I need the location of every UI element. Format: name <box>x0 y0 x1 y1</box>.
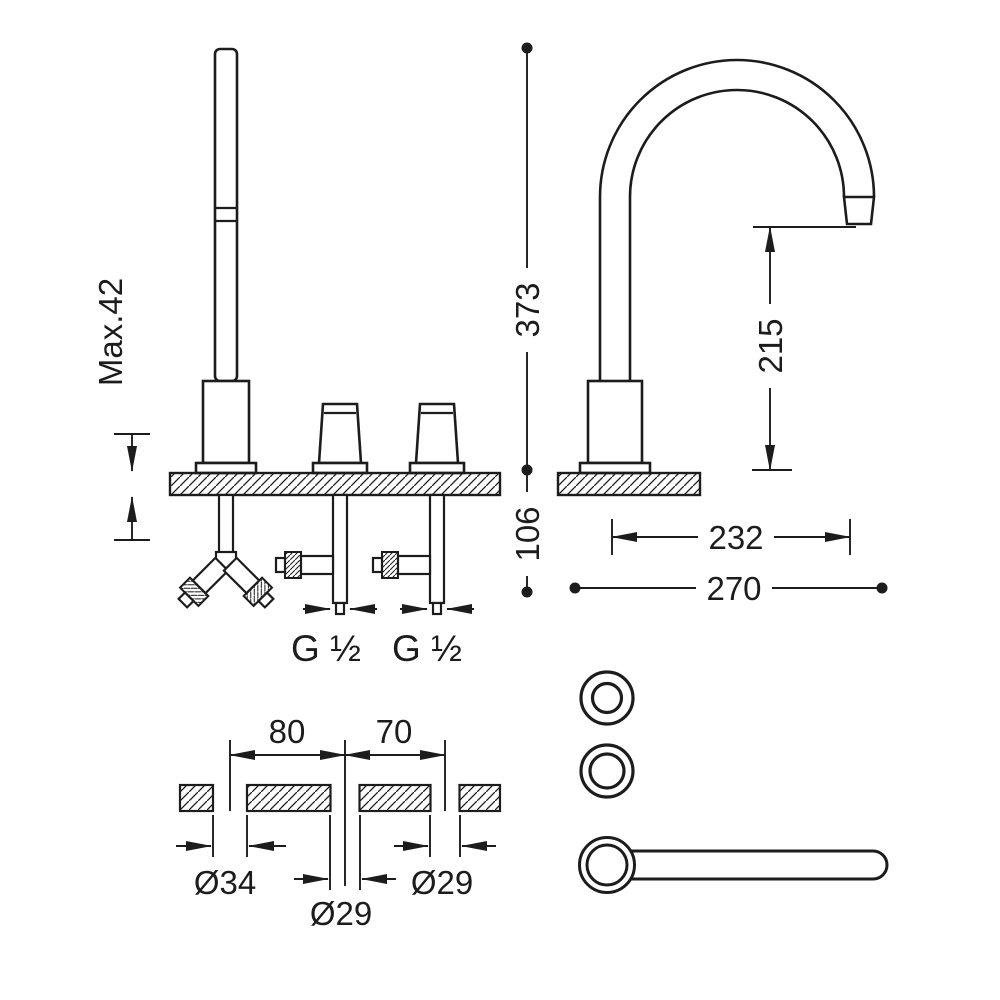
mounting-ring-bottom <box>579 743 635 799</box>
handle-flange <box>311 461 369 475</box>
dim-dot <box>521 42 533 54</box>
total-height-label: 373 <box>509 282 546 337</box>
front-spout-body <box>201 379 251 465</box>
label-mask <box>698 519 774 554</box>
spout-reach-dimension: 232 <box>611 519 851 556</box>
valve-nut <box>381 551 399 579</box>
handle-left-supply <box>274 493 377 616</box>
handle-flange <box>408 461 466 475</box>
label-mask <box>696 570 772 605</box>
pipe-tip <box>431 601 443 616</box>
deck-segment <box>358 783 432 813</box>
label-mask <box>508 492 546 576</box>
below-deck-label: 106 <box>509 506 546 561</box>
hole-center-label: Ø29 <box>310 895 372 932</box>
side-spout-flange <box>578 461 652 475</box>
inlet-thread-label-right: G ½ <box>392 628 462 669</box>
countertop-side <box>556 471 702 497</box>
hole-right-label: Ø29 <box>411 864 473 901</box>
valve-tip <box>371 556 384 574</box>
dim-dot <box>521 464 533 476</box>
inlet-thread-label-left: G ½ <box>291 628 361 669</box>
front-spout-flange <box>194 461 258 475</box>
spout-inner-curve <box>628 88 846 381</box>
mounting-ring-top <box>579 670 635 726</box>
hole-left-dimension: Ø34 <box>176 815 286 901</box>
lever-bar <box>602 849 889 881</box>
spout-outer-curve <box>598 58 876 381</box>
supply-pipe-center <box>217 493 235 561</box>
ring-inner <box>590 681 624 715</box>
front-handle-left <box>311 402 369 475</box>
side-view: 373 106 215 232 <box>508 42 888 607</box>
max-thickness-dimension: Max.42 <box>92 278 150 541</box>
overall-width-label: 270 <box>706 570 761 607</box>
label-mask <box>751 304 789 388</box>
dim-dot <box>521 586 533 598</box>
ring-inner <box>588 752 626 790</box>
lever-rosette-inner <box>585 843 629 887</box>
spout-height-dimension: 215 <box>751 226 856 471</box>
front-spout-tube <box>213 47 239 383</box>
valve-tip <box>256 590 275 609</box>
plan-view: 80 70 Ø34 Ø29 Ø29 <box>176 713 502 932</box>
deck-section-bar <box>178 783 502 813</box>
dim-dot <box>569 582 581 594</box>
spout-reach-label: 232 <box>708 519 763 556</box>
hole-center-dimension: Ø29 <box>294 815 396 932</box>
height-dimension-chain: 373 106 <box>508 42 546 598</box>
accessory-parts <box>578 670 889 894</box>
overall-width-dimension: 270 <box>569 570 888 607</box>
check-valve-left <box>177 556 230 609</box>
deck-segment <box>245 783 332 813</box>
valve-tip <box>177 590 196 609</box>
side-faucet-profile <box>578 58 876 475</box>
spout-height-label: 215 <box>752 318 789 373</box>
deck-segment <box>458 783 502 813</box>
hole-left-label: Ø34 <box>194 864 256 901</box>
hole-pitch-dimensions: 80 70 <box>229 713 446 886</box>
check-valve-right <box>222 556 275 609</box>
valve-body <box>299 554 335 576</box>
side-spout-body <box>586 379 644 465</box>
spout-supply-assembly <box>177 493 275 609</box>
deck-segment <box>178 783 215 813</box>
hole-right-dimension: Ø29 <box>394 815 496 901</box>
countertop-front <box>168 471 502 497</box>
handle-right-supply <box>371 493 474 616</box>
pitch-left-label: 80 <box>269 713 306 750</box>
pipe-tip <box>334 601 346 616</box>
supply-pipe <box>331 493 349 605</box>
lever-handle-part <box>578 836 889 894</box>
dim-dot <box>876 582 888 594</box>
front-view: G ½ G ½ Max.42 <box>92 47 502 669</box>
supply-pipe <box>428 493 446 605</box>
valve-body <box>396 554 432 576</box>
front-handle-right <box>408 402 466 475</box>
spout-outlet <box>842 195 876 226</box>
pitch-right-label: 70 <box>376 713 413 750</box>
max-thickness-label: Max.42 <box>92 278 129 386</box>
label-mask <box>508 268 546 352</box>
valve-tip <box>274 556 287 574</box>
valve-nut <box>284 551 302 579</box>
